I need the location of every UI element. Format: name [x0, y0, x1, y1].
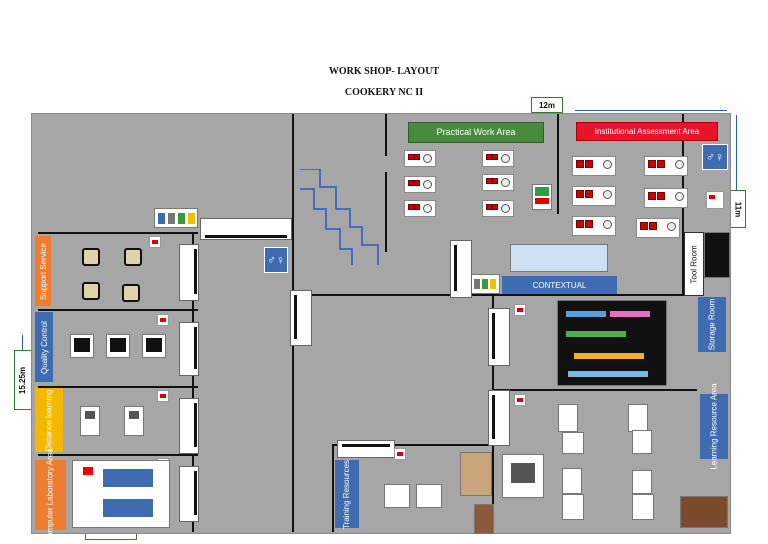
- storage-room-label: Storage Room: [698, 297, 726, 352]
- practical-work-area-label: Practical Work Area: [408, 122, 544, 143]
- stove-icon: [482, 200, 514, 217]
- wall: [38, 232, 198, 234]
- fire-extinguisher-icon: [157, 314, 169, 326]
- computer-lab-label: Computer Laboratory Area: [35, 448, 66, 542]
- stove-icon: [482, 150, 514, 167]
- stove-icon: [644, 156, 688, 176]
- restroom-icon: ♂♀: [702, 144, 728, 170]
- door-icon: [488, 390, 510, 446]
- fire-extinguisher-icon: [514, 304, 526, 316]
- fire-extinguisher-icon: [514, 394, 526, 406]
- appliance-icon: [562, 432, 584, 454]
- door-icon: [179, 466, 199, 522]
- appliance-icon: [558, 404, 578, 432]
- fire-extinguisher-icon: [706, 191, 724, 209]
- appliance-icon: [416, 484, 442, 508]
- stool-icon: [82, 248, 100, 266]
- fire-extinguisher-icon: [149, 236, 161, 248]
- quality-control-label: Quality Control: [35, 312, 53, 382]
- wall: [38, 309, 198, 311]
- dimension-left: 15.25m: [14, 350, 32, 410]
- door-icon: [179, 322, 199, 376]
- stove-icon: [572, 156, 616, 176]
- kitchen-tools-icon: [704, 232, 730, 278]
- appliance-icon: [106, 334, 130, 358]
- door-icon: [179, 398, 199, 454]
- wall: [385, 114, 387, 156]
- fire-extinguisher-icon: [394, 448, 406, 460]
- sink-icon: [510, 244, 608, 272]
- fire-extinguisher-icon: [157, 390, 169, 402]
- wall: [294, 294, 697, 296]
- assessment-area-label: Institutional Assessment Area: [576, 122, 718, 141]
- contextual-label: CONTEXTUAL: [502, 276, 617, 294]
- restroom-icon: ♂♀: [264, 247, 288, 273]
- dimension-top-arrow: [575, 110, 727, 111]
- distance-learning-label: Distance learning: [35, 388, 63, 452]
- wall: [332, 444, 334, 532]
- stairs-icon: [300, 169, 379, 265]
- stove-icon: [482, 174, 514, 191]
- computer-icon: [124, 406, 144, 436]
- door-icon: [488, 308, 510, 366]
- support-service-label: Support Service: [35, 236, 51, 306]
- appliance-icon: [562, 494, 584, 520]
- wall: [38, 454, 198, 456]
- kitchen-tools-icon: [557, 300, 667, 386]
- door-icon: [200, 218, 292, 240]
- cabinet-icon: [460, 452, 492, 496]
- stove-icon: [404, 200, 436, 217]
- learning-resource-label: Learning Resource Area: [700, 383, 728, 470]
- wall: [38, 386, 198, 388]
- wall: [385, 172, 387, 252]
- wall: [192, 232, 194, 532]
- appliance-icon: [632, 494, 654, 520]
- dimension-left-arrow: [22, 335, 23, 350]
- appliance-icon: [562, 468, 582, 494]
- wall: [492, 389, 697, 391]
- stove-icon: [636, 218, 680, 238]
- dimension-right-arrow: [736, 115, 737, 190]
- bookshelf-icon: [680, 496, 728, 528]
- wall: [557, 114, 559, 214]
- wall: [332, 444, 492, 446]
- dimension-right: 11m: [730, 190, 746, 228]
- stove-icon: [404, 150, 436, 167]
- computer-lab-desks: [72, 460, 170, 528]
- stove-icon: [572, 186, 616, 206]
- fire-exit-icon: [532, 184, 552, 210]
- stove-icon: [404, 176, 436, 193]
- door-icon: [179, 244, 199, 301]
- stove-icon: [572, 216, 616, 236]
- door-icon: [290, 290, 312, 346]
- stove-icon: [644, 188, 688, 208]
- door-icon: [450, 240, 472, 298]
- appliance-icon: [632, 470, 652, 494]
- stool-icon: [122, 284, 140, 302]
- layout-subtitle: COOKERY NC II: [344, 87, 424, 98]
- stool-icon: [82, 282, 100, 300]
- training-resources-label: Training Resources: [335, 459, 359, 529]
- appliance-icon: [384, 484, 410, 508]
- tool-room-label: Tool Room: [684, 232, 704, 296]
- dimension-top: 12m: [531, 97, 563, 113]
- computer-icon: [80, 406, 100, 436]
- appliance-icon: [70, 334, 94, 358]
- appliance-icon: [142, 334, 166, 358]
- appliance-icon: [628, 404, 648, 432]
- floor-plan: Practical Work Area Institutional Assess…: [31, 113, 731, 542]
- cabinet-icon: [474, 504, 494, 534]
- door-icon: [337, 440, 395, 458]
- stool-icon: [124, 248, 142, 266]
- layout-title: WORK SHOP- LAYOUT: [328, 66, 440, 77]
- appliance-icon: [632, 430, 652, 454]
- equipment-icon: [502, 454, 544, 498]
- recycle-bins-icon: [154, 208, 198, 228]
